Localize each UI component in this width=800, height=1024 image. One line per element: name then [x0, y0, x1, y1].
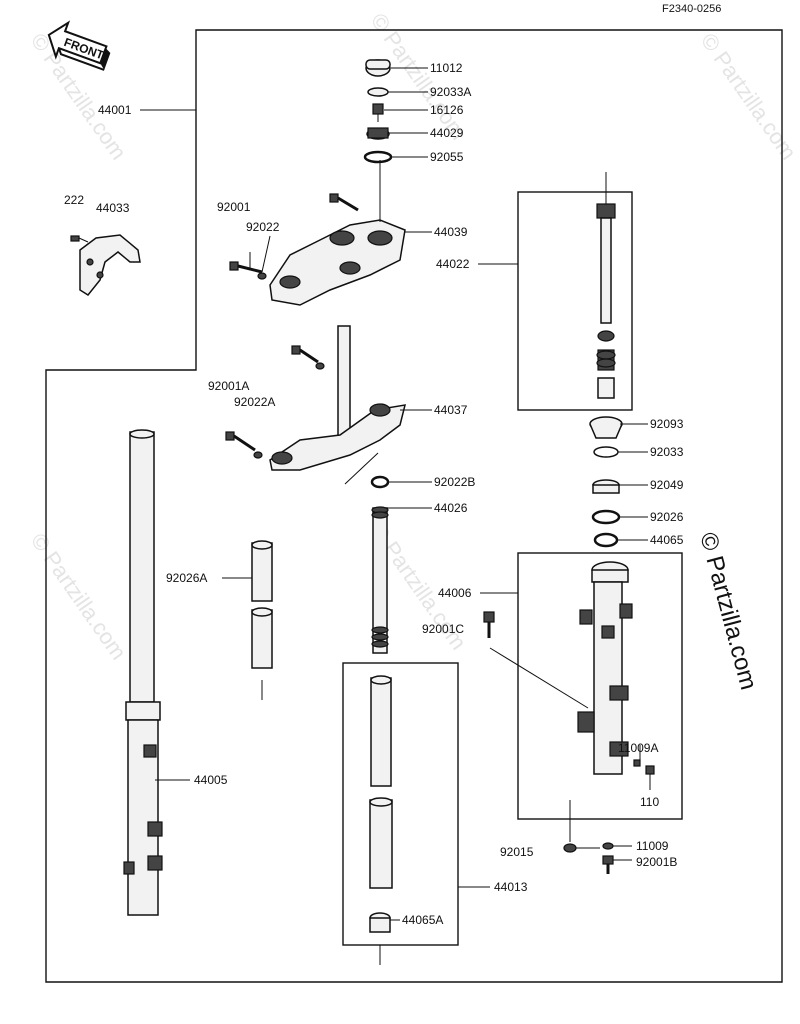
- washer-92022A: [253, 451, 263, 459]
- ring-92055: [363, 150, 393, 164]
- part-labels: 11012 92033A 16126 44029 92055 44001 222…: [64, 61, 684, 927]
- label-222: 222: [64, 193, 84, 207]
- bolt-92001C: [483, 611, 495, 638]
- label-92022B: 92022B: [434, 475, 475, 489]
- label-92001C: 92001C: [422, 622, 464, 636]
- seal-92093: [589, 416, 623, 439]
- bolt-92001C-leader: [489, 647, 589, 709]
- lower-bracket-44037: [269, 325, 407, 471]
- bolt-222: [70, 235, 89, 243]
- ring-92033: [593, 446, 619, 458]
- diagram-code: F2340-0256: [662, 3, 721, 15]
- bolt-92001: [229, 261, 263, 274]
- label-11009A: 11009A: [618, 741, 658, 755]
- label-44006: 44006: [438, 586, 472, 600]
- label-44005: 44005: [194, 773, 228, 787]
- label-92015: 92015: [500, 845, 534, 859]
- label-110: 110: [640, 795, 659, 809]
- label-11012: 11012: [430, 61, 463, 75]
- leader-lines: [140, 67, 651, 921]
- outer-tube-44006: [577, 561, 633, 775]
- watermark-2: © Partzilla.com: [366, 9, 472, 145]
- label-44037: 44037: [434, 403, 468, 417]
- seal-92049: [592, 479, 620, 494]
- label-92049: 92049: [650, 478, 684, 492]
- bracket-44033: [79, 234, 141, 296]
- label-44039: 44039: [434, 225, 468, 239]
- drain-11009A: [633, 759, 641, 767]
- label-44033: 44033: [96, 201, 130, 215]
- bushing-92026A: [251, 540, 273, 669]
- label-44026: 44026: [434, 501, 468, 515]
- label-92033A: 92033A: [430, 85, 471, 99]
- label-44013: 44013: [494, 880, 528, 894]
- label-44065: 44065: [650, 533, 684, 547]
- label-92022: 92022: [246, 220, 280, 234]
- outer-tube-box: [517, 552, 683, 820]
- bushing-44065A: [369, 912, 391, 933]
- watermark-4: © Partzilla.com: [26, 529, 132, 665]
- bolt-92001B: [602, 855, 614, 874]
- label-92022A: 92022A: [234, 395, 275, 409]
- assembly-frame: [45, 29, 783, 983]
- damper-box: [342, 662, 459, 946]
- ring-44065: [593, 532, 619, 548]
- fork-tube-box: [517, 191, 633, 411]
- watermark-3: © Partzilla.com: [696, 29, 800, 165]
- label-44022: 44022: [436, 257, 470, 271]
- label-44001: 44001: [98, 103, 132, 117]
- washer-92022: [257, 272, 267, 280]
- label-92093: 92093: [650, 417, 684, 431]
- label-92055: 92055: [430, 150, 464, 164]
- bolt-upper: [329, 193, 359, 212]
- spring-44026: [371, 506, 389, 654]
- label-16126: 16126: [430, 103, 464, 117]
- cap-11012: [365, 59, 391, 77]
- valve-16126: [372, 103, 384, 122]
- label-92001B: 92001B: [636, 855, 677, 869]
- damper-44013: [369, 675, 393, 889]
- upper-bracket-44039: [269, 219, 406, 306]
- watermark-main: © Partzilla.com: [694, 530, 762, 693]
- ring-92026: [591, 509, 621, 525]
- washer-11009: [602, 842, 614, 850]
- fork-tube-44022: [596, 203, 616, 399]
- oring-92033A: [367, 87, 389, 97]
- label-44029: 44029: [430, 126, 464, 140]
- label-92026: 92026: [650, 510, 684, 524]
- bolt-lower-top: [291, 345, 325, 370]
- label-92033: 92033: [650, 445, 684, 459]
- label-92026A: 92026A: [166, 571, 207, 585]
- label-44065A: 44065A: [402, 913, 443, 927]
- bolt-92001A: [225, 431, 256, 452]
- fork-assembly-44005: [123, 429, 163, 916]
- label-92001: 92001: [217, 200, 251, 214]
- screw-110: [645, 765, 655, 775]
- washer-92022B: [370, 475, 390, 489]
- label-11009: 11009: [636, 839, 669, 853]
- damper-44029: [366, 127, 390, 140]
- washer-92015: [563, 843, 577, 853]
- label-92001A: 92001A: [208, 379, 249, 393]
